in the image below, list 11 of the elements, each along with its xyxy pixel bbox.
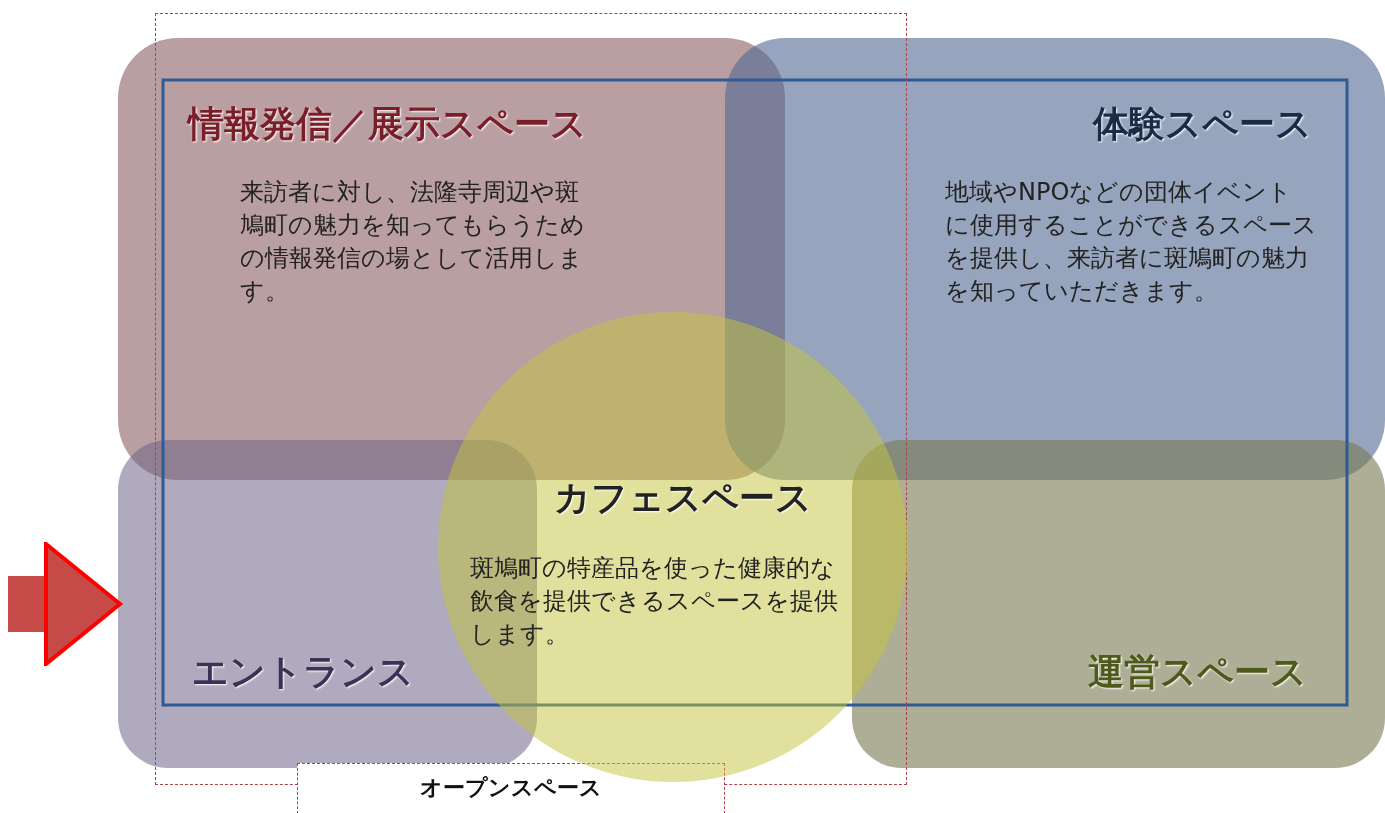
entry-arrow: [8, 542, 122, 666]
area-description: 地域やNPOなどの団体イベントに使用することができるスペースを提供し、来訪者に斑鳩町の魅力を知っていただきます。: [945, 177, 1317, 307]
area-title: エントランス: [192, 650, 414, 694]
area-title: 情報発信／展示スペース: [188, 102, 587, 146]
region-label: オープンスペース: [297, 763, 725, 813]
area-description: 斑鳩町の特産品を使った健康的な飲食を提供できるスペースを提供します。: [469, 552, 839, 650]
area-title: 運営スペース: [1088, 650, 1307, 694]
area-title: カフェスペース: [553, 475, 812, 520]
area-description: 来訪者に対し、法隆寺周辺や斑鳩町の魅力を知ってもらうための情報発信の場として活用します。: [240, 177, 586, 307]
management-area: [852, 440, 1385, 768]
area-title: 体験スペース: [1093, 102, 1312, 146]
